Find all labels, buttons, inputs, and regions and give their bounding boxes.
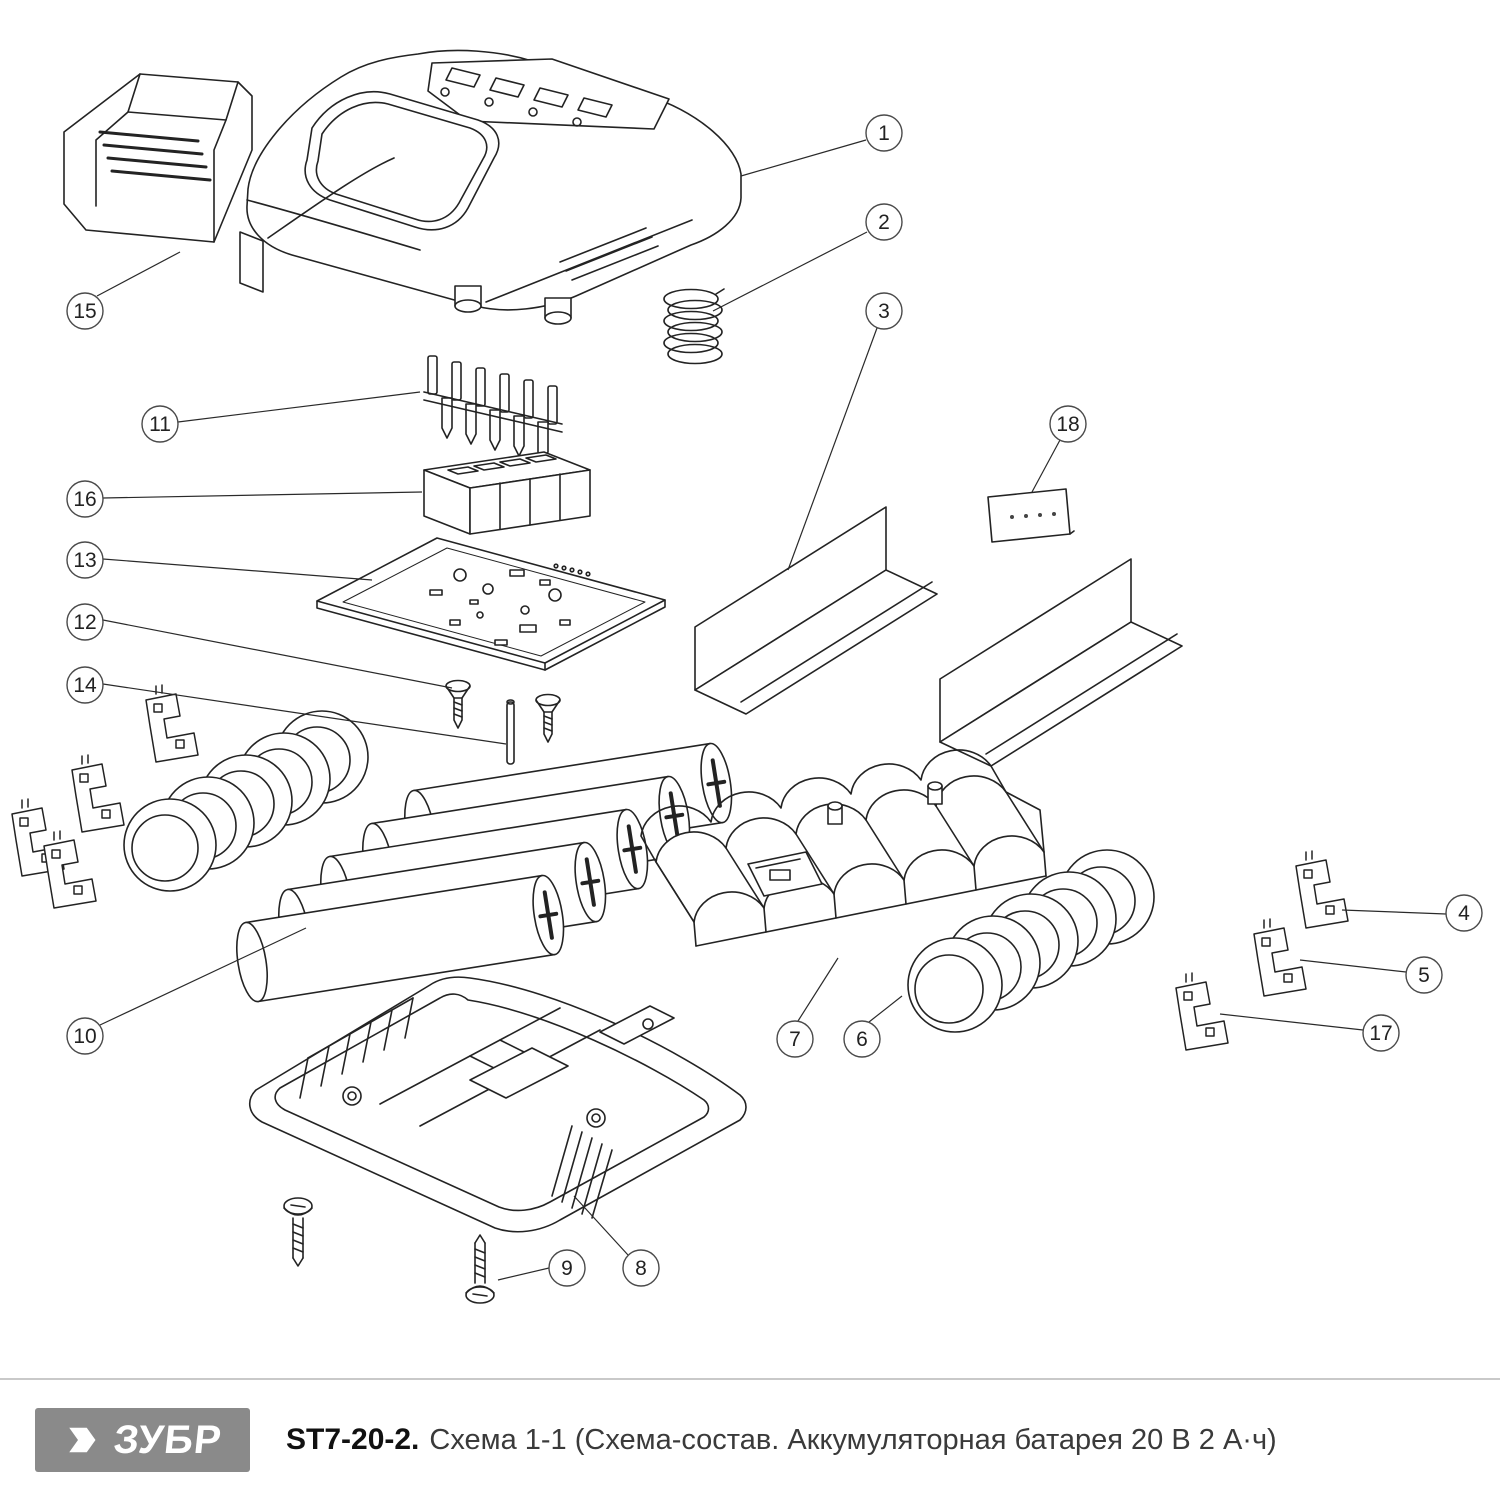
callout-4: 4	[1445, 894, 1483, 932]
svg-text:5: 5	[1418, 964, 1430, 987]
svg-text:13: 13	[73, 549, 96, 572]
callout-1: 1	[865, 114, 903, 152]
callout-8: 8	[622, 1249, 660, 1287]
svg-text:8: 8	[635, 1257, 647, 1280]
callouts: 1 2 3 4 5 6 7 8 9 10 11 12	[66, 114, 1483, 1287]
callout-10: 10	[66, 1017, 104, 1055]
svg-text:6: 6	[856, 1028, 868, 1051]
callout-2: 2	[865, 203, 903, 241]
callout-14: 14	[66, 666, 104, 704]
part-left-cell-holder	[123, 710, 369, 892]
part-cover-cap	[63, 73, 253, 243]
exploded-view-diagram: 1 2 3 4 5 6 7 8 9 10 11 12	[11, 49, 1483, 1304]
svg-text:15: 15	[73, 300, 96, 323]
svg-text:17: 17	[1369, 1022, 1392, 1045]
zubr-logo-icon	[68, 1427, 96, 1453]
part-terminal-block	[423, 451, 591, 535]
diagram-caption: ST7-20-2. Схема 1-1 (Схема-состав. Аккуму…	[286, 1423, 1277, 1457]
model-number: ST7-20-2.	[286, 1423, 420, 1456]
part-guide-pin	[506, 699, 515, 765]
part-right-contact-plates	[1175, 850, 1349, 1051]
svg-text:4: 4	[1458, 902, 1470, 925]
callout-16: 16	[66, 480, 104, 518]
callout-13: 13	[66, 541, 104, 579]
svg-text:10: 10	[73, 1025, 96, 1048]
part-small-screws	[445, 679, 561, 743]
svg-text:12: 12	[73, 611, 96, 634]
leader-lines	[96, 139, 1447, 1281]
part-spring	[663, 288, 725, 365]
svg-text:9: 9	[561, 1257, 573, 1280]
svg-text:18: 18	[1056, 413, 1079, 436]
svg-text:11: 11	[149, 413, 171, 436]
part-housing-screws	[283, 1197, 495, 1304]
part-cell-holder-frame	[640, 749, 1047, 947]
caption-text: Схема 1-1 (Схема-состав. Аккумуляторная …	[429, 1424, 1277, 1456]
footer: ЗУБР ST7-20-2. Схема 1-1 (Схема-состав. А…	[0, 1378, 1500, 1500]
svg-text:16: 16	[73, 488, 96, 511]
part-circuit-board	[316, 537, 666, 671]
callout-15: 15	[66, 292, 104, 330]
svg-text:1: 1	[878, 122, 890, 145]
callout-7: 7	[776, 1020, 814, 1058]
part-angle-strips	[694, 506, 1183, 767]
svg-text:2: 2	[878, 211, 890, 234]
svg-text:3: 3	[878, 300, 890, 323]
svg-text:7: 7	[789, 1028, 801, 1051]
part-info-label	[987, 488, 1075, 543]
callout-6: 6	[843, 1020, 881, 1058]
part-contact-pin-block	[423, 355, 563, 463]
zubr-logo-text: ЗУБР	[111, 1418, 224, 1462]
callout-9: 9	[548, 1249, 586, 1287]
callout-12: 12	[66, 603, 104, 641]
callout-5: 5	[1405, 956, 1443, 994]
zubr-logo: ЗУБР	[35, 1408, 250, 1472]
part-right-cell-holder	[907, 849, 1155, 1033]
svg-text:14: 14	[73, 674, 97, 697]
part-top-housing	[239, 49, 742, 325]
callout-3: 3	[865, 292, 903, 330]
callout-18: 18	[1049, 405, 1087, 443]
callout-17: 17	[1362, 1014, 1400, 1052]
callout-11: 11	[141, 405, 179, 443]
part-bottom-housing	[249, 976, 747, 1233]
